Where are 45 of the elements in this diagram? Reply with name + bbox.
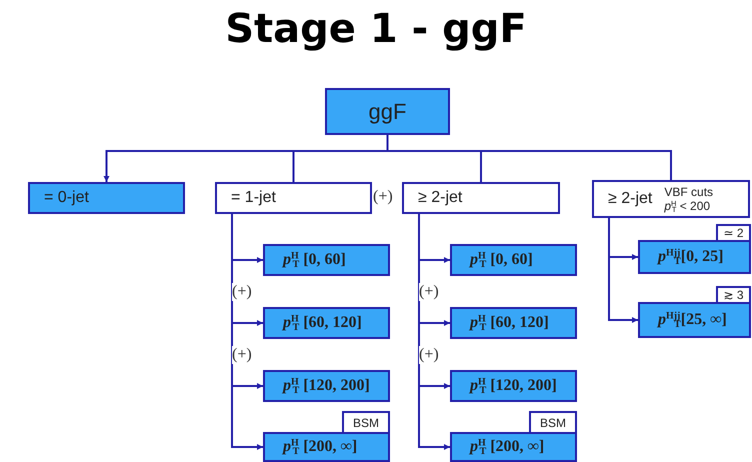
tag-box xyxy=(529,411,577,434)
box-label: = 0-jet xyxy=(44,189,89,207)
plus-label: (+) xyxy=(232,346,252,364)
category-box xyxy=(592,180,750,218)
category-box xyxy=(28,182,185,214)
bin-box xyxy=(263,432,390,462)
box-label: p$^{H}$$_{T}$ [60, 120] xyxy=(283,314,362,332)
category-box xyxy=(215,182,372,214)
category-box xyxy=(402,182,560,214)
box-label: p$^{Hjj}$$_{T}$[0, 25] xyxy=(658,248,724,266)
box-label: ggF xyxy=(368,98,406,124)
box-label: p$^{H}$$_{T}$ [200, ∞] xyxy=(283,438,358,456)
plus-label: (+) xyxy=(419,283,439,301)
bin-box xyxy=(450,432,577,462)
box-label: p$^{H}$$_{T}$ [0, 60] xyxy=(470,251,533,269)
bin-box xyxy=(263,307,390,339)
box-note: VBF cuts xyxy=(664,184,714,199)
box-label: = 1-jet xyxy=(231,189,276,207)
box-note: p$^{H}$$_{T}$ < 200 xyxy=(664,199,712,214)
tag-box xyxy=(342,411,390,434)
plus-label: (+) xyxy=(419,346,439,364)
box-label: ≥ 2-jet xyxy=(418,189,462,207)
box-label: ≳ 3 xyxy=(723,288,744,302)
bin-box xyxy=(638,302,751,338)
bin-box xyxy=(263,370,390,402)
box-label: BSM xyxy=(352,416,379,430)
box-label: p$^{H}$$_{T}$ [200, ∞] xyxy=(470,438,544,456)
plus-label: (+) xyxy=(373,188,393,206)
box-label: ≃ 2 xyxy=(723,226,744,240)
bin-box xyxy=(450,244,577,276)
plus-label: (+) xyxy=(232,283,252,301)
box-label: p$^{H}$$_{T}$ [120, 200] xyxy=(470,377,557,395)
box-label: ≥ 2-jet xyxy=(608,190,652,208)
box-label: p$^{H}$$_{T}$ [0, 60] xyxy=(283,251,346,269)
bin-box xyxy=(450,370,577,402)
diagram-title: Stage 1 - ggF xyxy=(224,6,528,52)
bin-box xyxy=(450,307,577,339)
box-label: p$^{H}$$_{T}$ [60, 120] xyxy=(470,314,549,332)
connector-arrow xyxy=(608,218,638,323)
bin-box xyxy=(638,240,751,274)
bin-box xyxy=(263,244,390,276)
box-label: BSM xyxy=(540,416,566,430)
box-label: p$^{Hjj}$$_{T}$[25, ∞] xyxy=(658,311,727,329)
box-label: p$^{H}$$_{T}$ [120, 200] xyxy=(283,377,370,395)
process-box xyxy=(325,88,450,135)
